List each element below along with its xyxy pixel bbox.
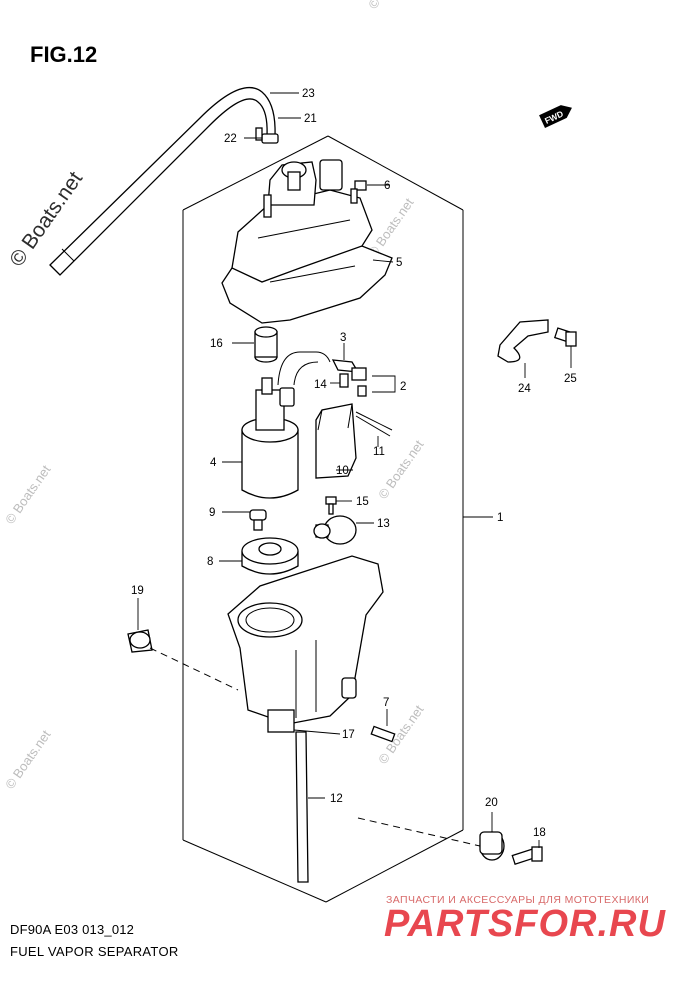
callout-18: 18 xyxy=(533,827,546,839)
callout-14: 14 xyxy=(314,379,327,391)
callout-21: 21 xyxy=(304,113,317,125)
hose-clip xyxy=(255,127,279,144)
fuel-pump xyxy=(241,377,299,499)
mount-bolt-18 xyxy=(511,846,543,865)
drain-hose xyxy=(295,731,309,883)
callout-20: 20 xyxy=(485,797,498,809)
figure-title: FIG.12 xyxy=(30,42,98,67)
separator-cover xyxy=(221,159,393,324)
brand-logo: PARTSFOR.RU xyxy=(384,903,666,945)
terminal-bracket xyxy=(331,359,367,397)
callout-8: 8 xyxy=(207,556,213,568)
forward-direction-tag: FWD xyxy=(539,105,572,128)
callout-10: 10 xyxy=(336,465,349,477)
control-module xyxy=(315,403,393,479)
watermark-repeat: © Boats.net xyxy=(365,0,417,12)
pressure-regulator xyxy=(313,515,357,545)
callout-13: 13 xyxy=(377,518,390,530)
callout-3: 3 xyxy=(340,332,346,344)
separator-body xyxy=(227,555,384,733)
mount-grommet-19 xyxy=(127,629,153,653)
assembly-frame xyxy=(182,135,493,903)
callout-5: 5 xyxy=(396,257,402,269)
grommet-16 xyxy=(254,326,278,363)
watermark-repeat: © Boats.net xyxy=(2,727,54,792)
callout-16: 16 xyxy=(210,338,223,350)
callout-23: 23 xyxy=(302,88,315,100)
mount-grommet-20 xyxy=(479,831,505,861)
pump-holder xyxy=(241,537,299,575)
callout-12: 12 xyxy=(330,793,343,805)
callout-4: 4 xyxy=(210,457,217,469)
callout-6: 6 xyxy=(384,180,390,192)
figure-code: DF90A E03 013_012 xyxy=(10,922,135,937)
callout-2: 2 xyxy=(400,381,406,393)
watermark-repeat: © Boats.net xyxy=(2,462,54,527)
figure-caption: FUEL VAPOR SEPARATOR xyxy=(10,944,179,959)
clip-9 xyxy=(249,509,267,531)
callout-19: 19 xyxy=(131,585,144,597)
callout-25: 25 xyxy=(564,373,577,385)
clamp-bracket xyxy=(497,319,549,363)
callout-9: 9 xyxy=(209,507,215,519)
callout-17: 17 xyxy=(342,729,355,741)
callout-24: 24 xyxy=(518,383,531,395)
screw-15 xyxy=(325,496,337,515)
callout-22: 22 xyxy=(224,133,237,145)
callout-7: 7 xyxy=(383,697,389,709)
brand-tagline: ЗАПЧАСТИ И АКСЕССУАРЫ ДЛЯ МОТОТЕХНИКИ xyxy=(386,894,650,906)
bolt-25 xyxy=(553,327,577,347)
pump-wire xyxy=(277,351,331,386)
callout-1: 1 xyxy=(497,512,503,524)
screw-7 xyxy=(370,725,396,743)
callout-11: 11 xyxy=(373,446,385,458)
cover-screw xyxy=(350,180,367,204)
callout-15: 15 xyxy=(356,496,369,508)
